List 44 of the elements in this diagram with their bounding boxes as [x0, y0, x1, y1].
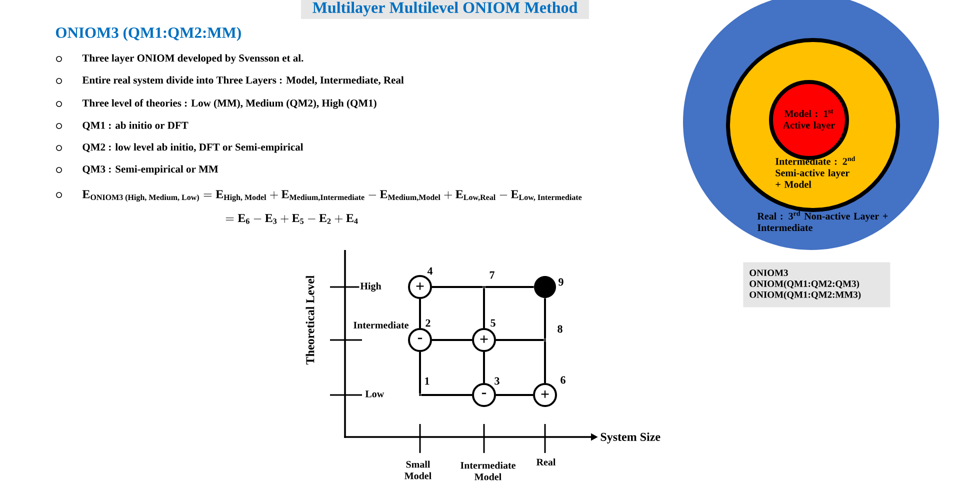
axis-label: System Size	[600, 432, 660, 444]
point-number: 8	[558, 325, 562, 333]
point-number: 3	[494, 377, 500, 385]
tick-label: Low	[364, 390, 386, 398]
grid-line	[432, 339, 472, 341]
grid-line	[419, 299, 421, 328]
grid-line	[544, 298, 546, 339]
grid-line	[483, 288, 485, 328]
point-number: 2	[426, 319, 430, 327]
formula: $\textbf{E}_{\textbf{ONIOM3 (High, Medium, Low)}} = \textbf{E}_{\textbf{High, Model}} + \textbf{E}_{\textbf{Medium,Intermediate}} - \textbf{E}_{\textbf{Medium,Model}} + \textbf{E}_{\textbf{Low,Real}} - \textbf{E}_{\textbf{Low, Intermediate}}$	[82, 190, 582, 202]
grid-line	[496, 394, 533, 396]
bullet-text: QM3 : Semi-empirical or MM	[82, 165, 218, 175]
bullet-text: QM1 : ab initio or DFT	[82, 122, 188, 130]
bullet-text: Entire real system divide into Three Layers : Model, Intermediate, Real	[82, 76, 404, 86]
filled-circle	[534, 276, 556, 298]
tick-label: Small Model	[404, 460, 432, 480]
grid-line	[419, 352, 421, 394]
grid-line	[483, 352, 485, 383]
bullet-text: Three level of theories : Low (MM), Medium (QM2), High (QM1)	[82, 99, 376, 109]
tick-label: Intermediate	[352, 320, 410, 330]
point-number: 6	[560, 376, 566, 384]
point-number: 4	[427, 267, 433, 275]
point-number: 7	[490, 271, 494, 279]
text-panel: ONIOM3 ONIOM(QM1:QM2:QM3) ONIOM(QM1:QM2:MM3)	[743, 262, 890, 308]
grid-line	[421, 394, 472, 396]
formula: $= \textbf{E}_{\textbf{6}} - \textbf{E}_{\textbf{3}} + \textbf{E}_{\textbf{5}} - \textbf{E}_{\textbf{2}} + \textbf{E}_{\textbf{4}}$	[226, 214, 358, 224]
grid-line	[496, 339, 544, 341]
grid-line	[544, 341, 546, 383]
point-number: 9	[558, 278, 564, 286]
grid-junction	[419, 394, 421, 396]
bullet-text: Three layer ONIOM developed by Svensson et al.	[82, 54, 304, 64]
tick-label: High	[359, 281, 382, 293]
grid-line	[485, 286, 534, 288]
section-heading: ONIOM3 (QM1:QM2:MM)	[56, 26, 241, 42]
grid-junction	[544, 339, 546, 341]
title-banner: Multilayer Multilevel ONIOM Method	[301, 0, 589, 19]
axis-label: Theoretical Level	[306, 276, 314, 365]
grid-line	[432, 286, 483, 288]
bullet-text: QM2 : low level ab initio, DFT or Semi-empirical	[82, 143, 304, 153]
tick-label: Real	[536, 458, 556, 466]
tick-label: Intermediate Model	[460, 462, 516, 480]
point-number: 1	[425, 377, 430, 385]
point-number: 5	[490, 319, 496, 327]
grid-junction	[483, 286, 485, 288]
